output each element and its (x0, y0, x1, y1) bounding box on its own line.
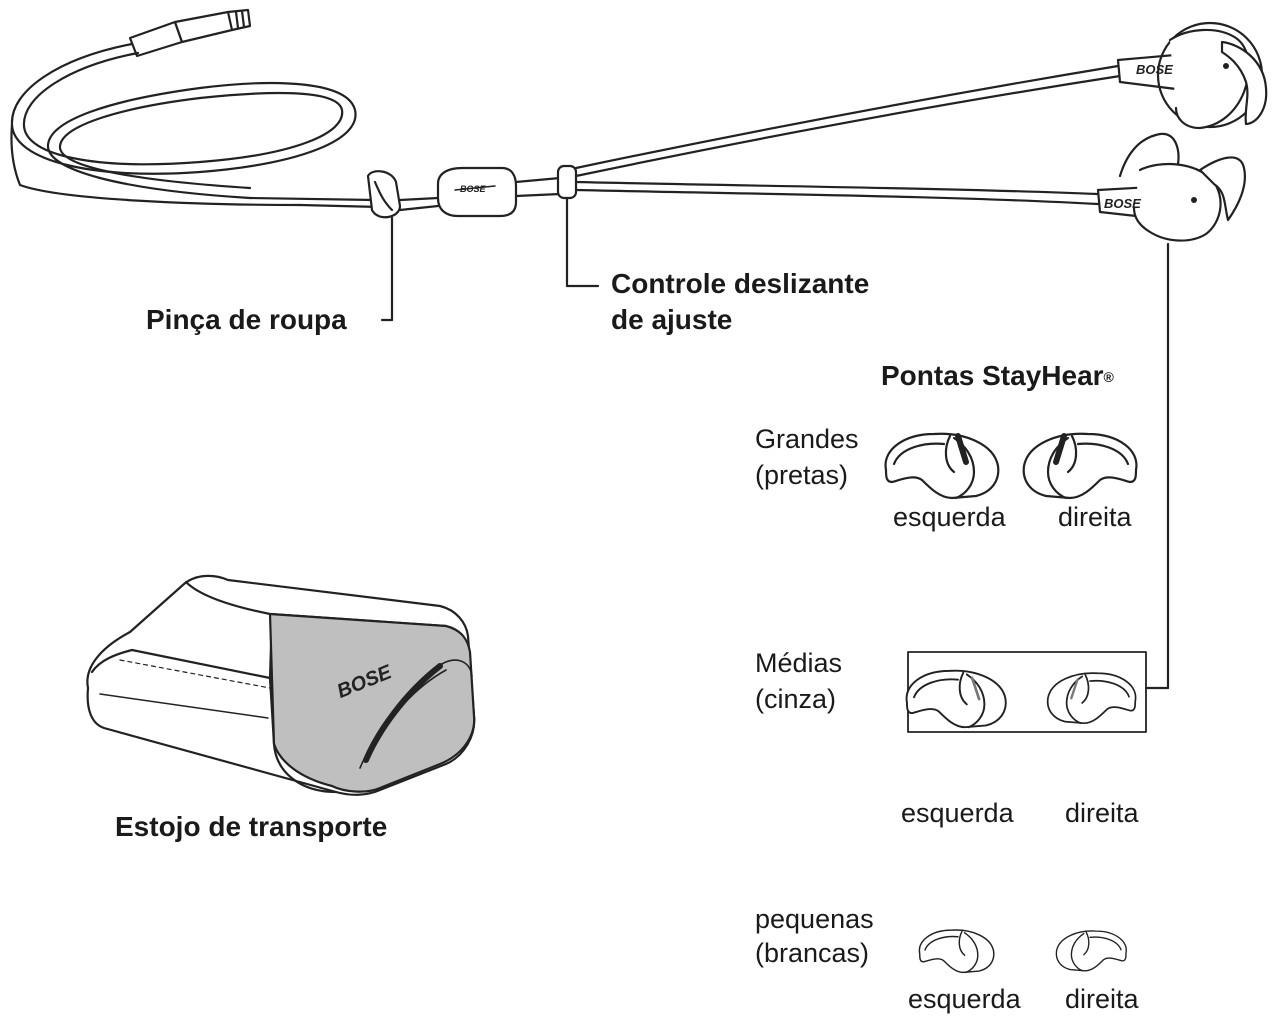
adjustment-slider-icon (556, 164, 600, 288)
splitter-housing: BOSE (436, 166, 518, 218)
size-small-line1: pequenas (755, 904, 874, 934)
slider-label-line1: Controle deslizante (611, 268, 870, 299)
size-small-left-label: esquerda (908, 984, 1021, 1014)
tip-large-right-icon (1022, 432, 1138, 500)
svg-text:BOSE: BOSE (460, 184, 487, 194)
size-large-left-label: esquerda (893, 502, 1006, 532)
cable-coil (10, 42, 382, 209)
earbud-left-icon: BOSE (1116, 21, 1268, 130)
tip-medium-left-icon (905, 669, 1007, 729)
case-label: Estojo de transporte (115, 811, 388, 842)
size-medium-line1: Médias (755, 648, 843, 678)
tip-small-left-icon (918, 929, 995, 974)
svg-text:BOSE: BOSE (1136, 62, 1173, 77)
audio-plug-icon (128, 8, 252, 58)
tip-large-left-icon (884, 432, 1000, 500)
size-small-line2: (brancas) (755, 938, 870, 968)
clip-label: Pinça de roupa (146, 304, 347, 335)
size-large-line1: Grandes (755, 424, 859, 454)
earbud-right-icon: BOSE (1096, 132, 1246, 690)
size-large-right-label: direita (1058, 502, 1132, 532)
tip-medium-right-icon (1046, 672, 1137, 725)
size-small-right-label: direita (1065, 984, 1139, 1014)
size-medium-right-label: direita (1065, 798, 1139, 828)
carrying-case-icon: BOSE (86, 574, 476, 796)
tips-title: Pontas StayHear® (881, 360, 1114, 391)
size-large-line2: (pretas) (755, 460, 849, 490)
earbud-cables (574, 64, 1122, 206)
svg-text:BOSE: BOSE (1104, 196, 1141, 211)
size-medium-line2: (cinza) (755, 684, 837, 714)
slider-label-line2: de ajuste (611, 304, 733, 335)
size-medium-left-label: esquerda (901, 798, 1014, 828)
clothing-clip-icon (366, 170, 402, 322)
tip-small-right-icon (1055, 930, 1127, 972)
